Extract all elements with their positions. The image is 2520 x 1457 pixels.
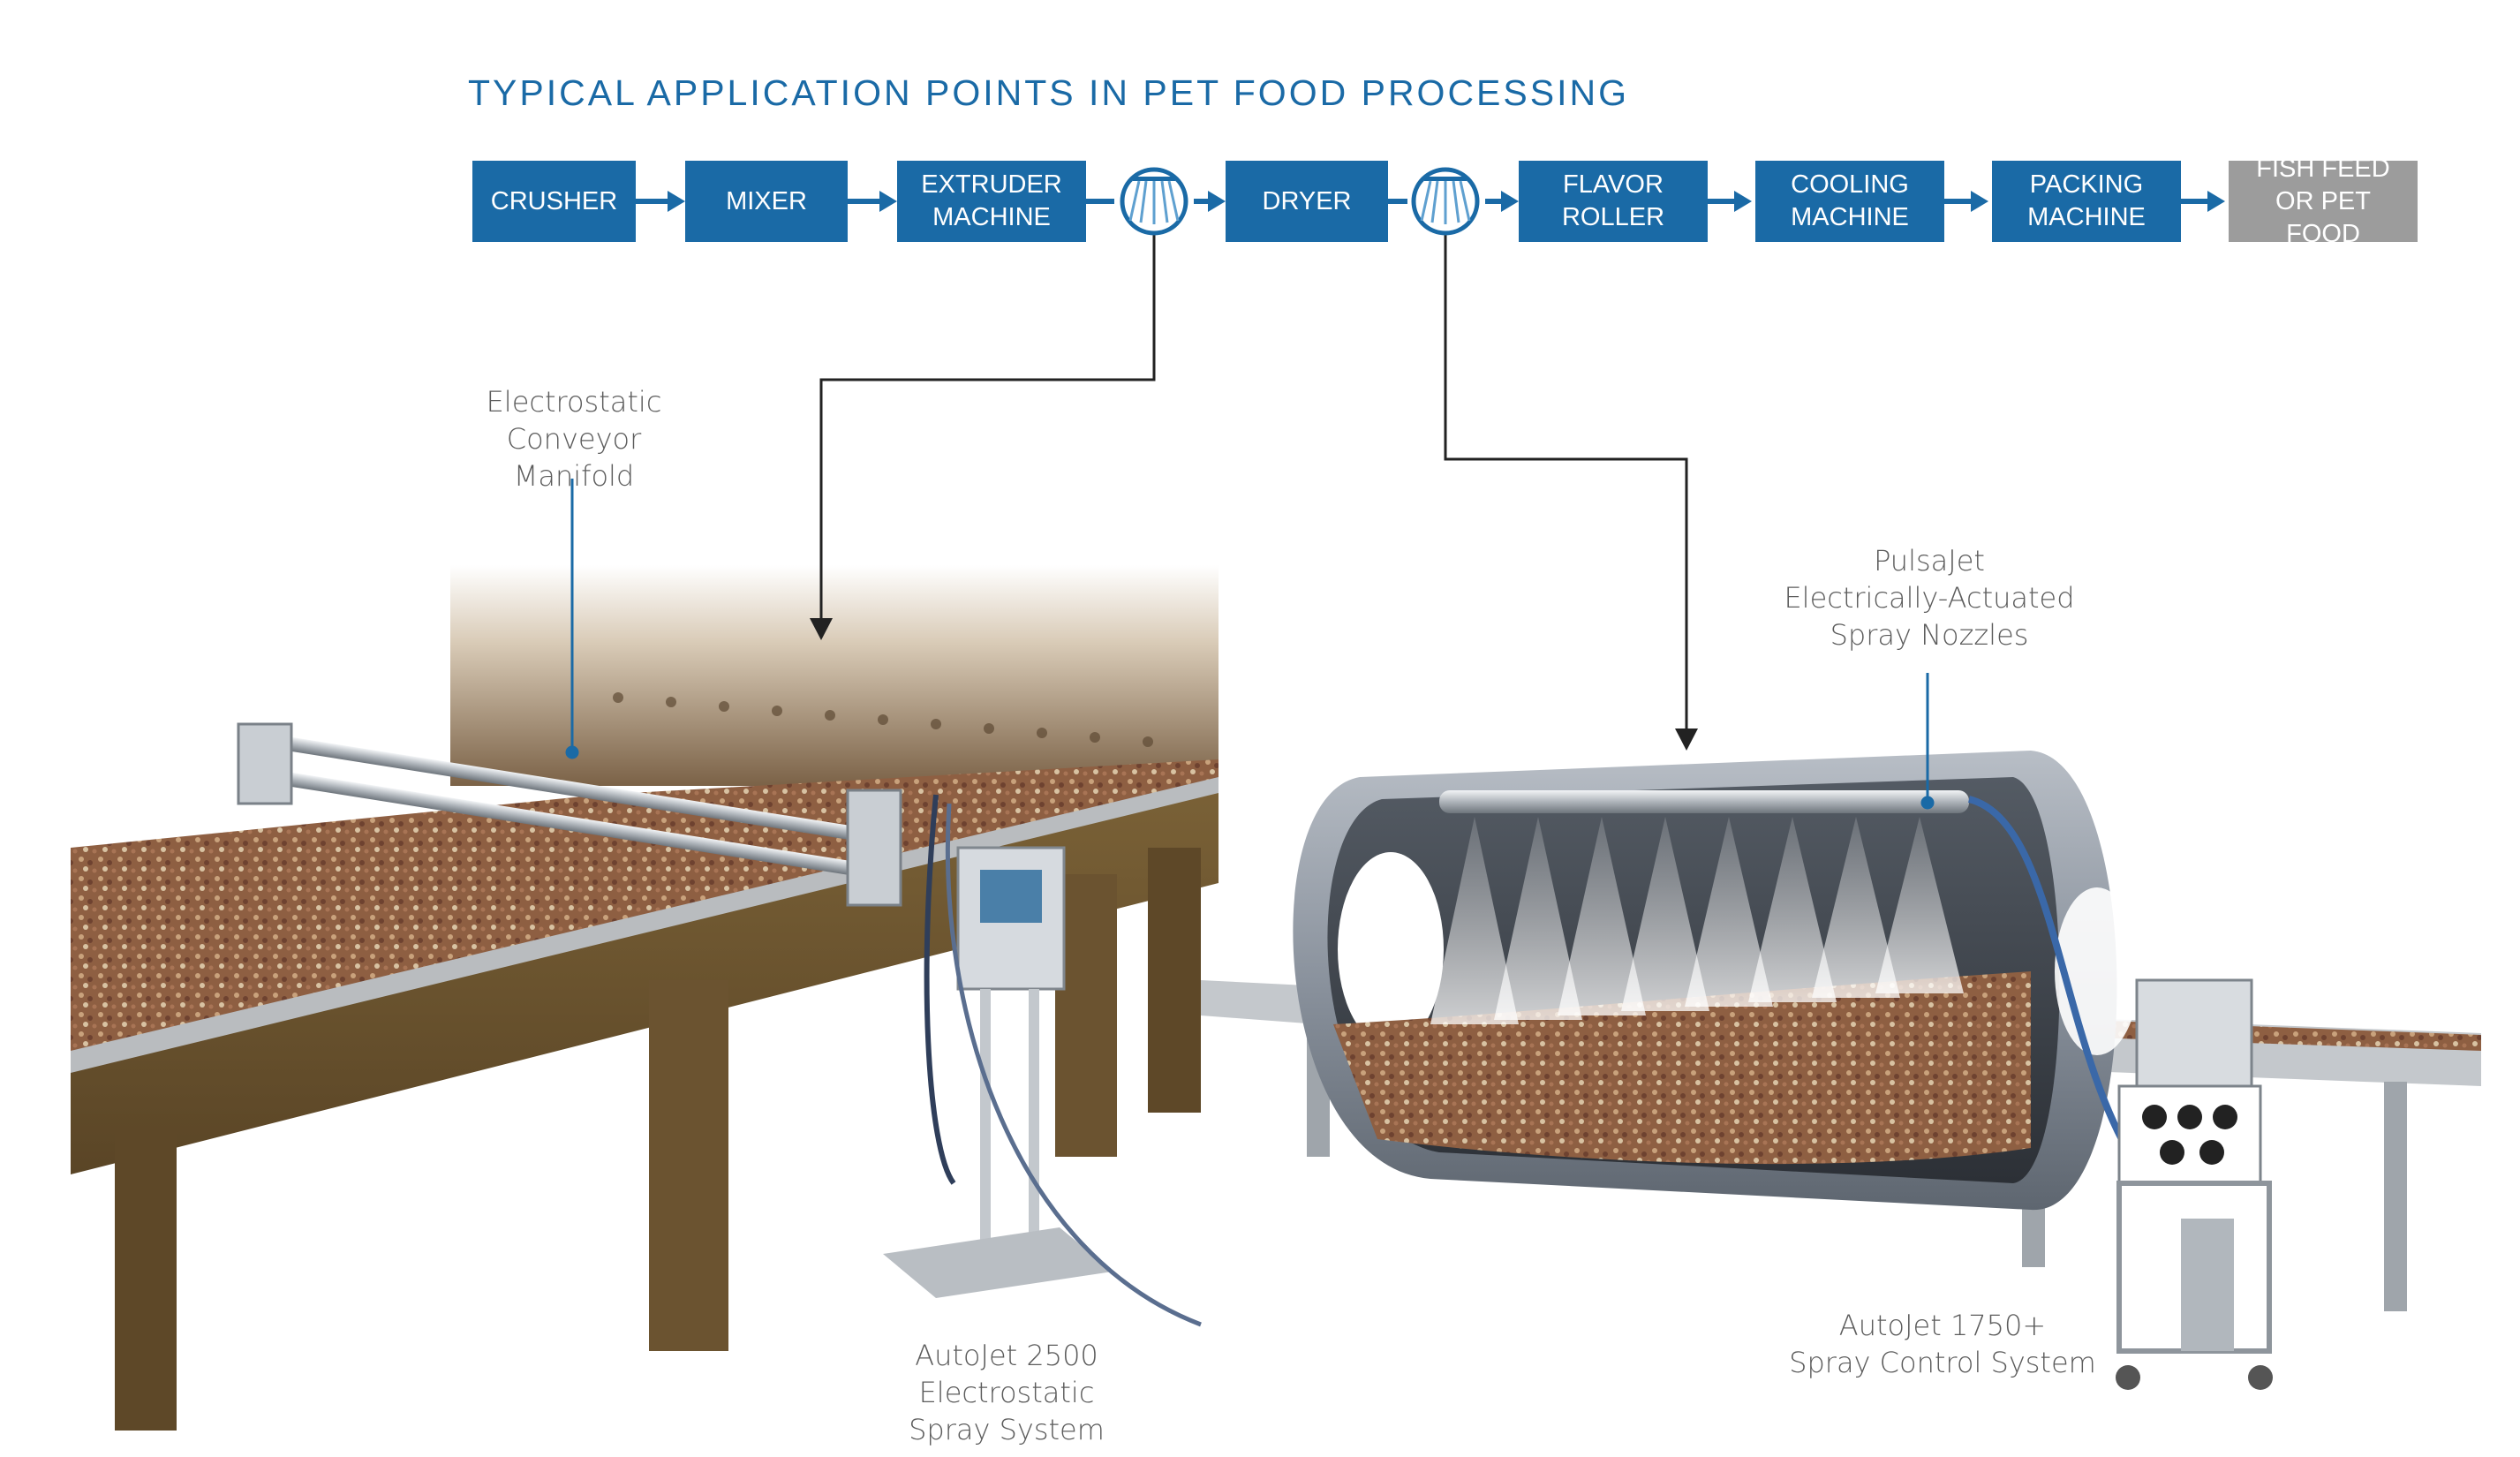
- control-cart: [2116, 978, 2273, 1390]
- process-step-final-product: FISH FEED OR PET FOOD: [2229, 155, 2418, 248]
- process-step-packing: PACKING MACHINE: [1992, 161, 2181, 242]
- process-step-cooling: COOLING MACHINE: [1755, 161, 1944, 242]
- spray-nozzle-icon: [1120, 167, 1188, 236]
- process-step-flavor-roller: FLAVOR ROLLER: [1519, 161, 1708, 242]
- process-step-extruder: EXTRUDER MACHINE: [897, 161, 1086, 242]
- callout-autojet-1750: AutoJet 1750+ Spray Control System: [1789, 1309, 2096, 1379]
- callout-conveyor-manifold: Electrostatic Conveyor Manifold: [486, 385, 662, 493]
- coating-drum-scene: [1201, 751, 2481, 1390]
- callout-leaders: [565, 479, 1935, 810]
- process-flow-arrows: [636, 191, 2225, 212]
- process-step-crusher: CRUSHER: [472, 161, 636, 242]
- spray-cones: [1430, 817, 1964, 1024]
- diagram-title: TYPICAL APPLICATION POINTS IN PET FOOD P…: [468, 72, 1629, 113]
- connector-lines: [819, 230, 1688, 733]
- dryer-rivets: [613, 692, 1153, 747]
- spray-nozzle-icon: [1411, 167, 1480, 236]
- callout-autojet-2500: AutoJet 2500 Electrostatic Spray System: [909, 1339, 1105, 1446]
- process-step-mixer: MIXER: [685, 161, 848, 242]
- process-step-dryer: DRYER: [1226, 161, 1388, 242]
- connector-arrowheads: [810, 618, 1698, 751]
- callout-pulsajet-nozzles: PulsaJet Electrically-Actuated Spray Noz…: [1784, 544, 2075, 652]
- electrostatic-conveyor-scene: [71, 565, 1219, 1431]
